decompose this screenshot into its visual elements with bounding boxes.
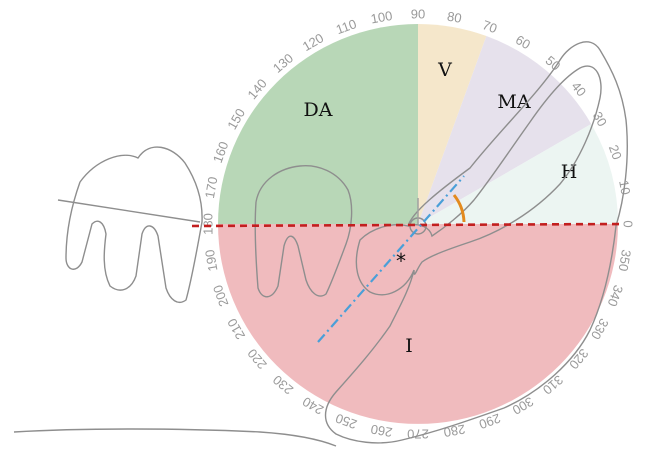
tooth-long-axis xyxy=(317,175,465,343)
sector-distoangular xyxy=(218,24,418,224)
degree-label-160: 160 xyxy=(210,139,232,165)
degree-label-180: 180 xyxy=(201,213,216,235)
degree-label-60: 60 xyxy=(513,32,533,52)
degree-label-200: 200 xyxy=(210,283,232,309)
degree-label-170: 170 xyxy=(202,176,221,200)
degree-label-80: 80 xyxy=(446,9,463,26)
sector-inverted xyxy=(218,224,618,424)
degree-label-90: 90 xyxy=(411,7,425,22)
asterisk-marker: * xyxy=(396,249,406,273)
third-molar-outline xyxy=(254,165,353,298)
degree-label-30: 30 xyxy=(590,109,610,129)
degree-label-70: 70 xyxy=(480,17,499,36)
mandible-lower-border xyxy=(13,428,337,447)
sector-vertical-label: V xyxy=(437,59,452,81)
second-molar-outline xyxy=(57,146,203,304)
sector-mesioangular-label: MA xyxy=(497,91,530,113)
sector-distoangular-label: DA xyxy=(304,99,333,121)
sector-vertical xyxy=(418,24,487,224)
degree-label-0: 0 xyxy=(621,220,636,227)
degree-label-340: 340 xyxy=(605,283,627,309)
degree-label-190: 190 xyxy=(202,248,221,272)
degree-label-350: 350 xyxy=(616,248,635,272)
degree-label-260: 260 xyxy=(370,422,394,441)
degree-label-100: 100 xyxy=(370,8,394,27)
sector-horizontal xyxy=(418,124,618,224)
mandible-outline xyxy=(324,41,628,444)
degree-label-110: 110 xyxy=(334,16,359,37)
sector-mesioangular xyxy=(418,36,592,224)
degree-label-290: 290 xyxy=(477,411,503,433)
angulation-angle-arc xyxy=(452,194,466,223)
sector-inverted-label: I xyxy=(405,335,413,357)
degree-label-20: 20 xyxy=(606,143,625,162)
degree-label-250: 250 xyxy=(333,411,359,433)
